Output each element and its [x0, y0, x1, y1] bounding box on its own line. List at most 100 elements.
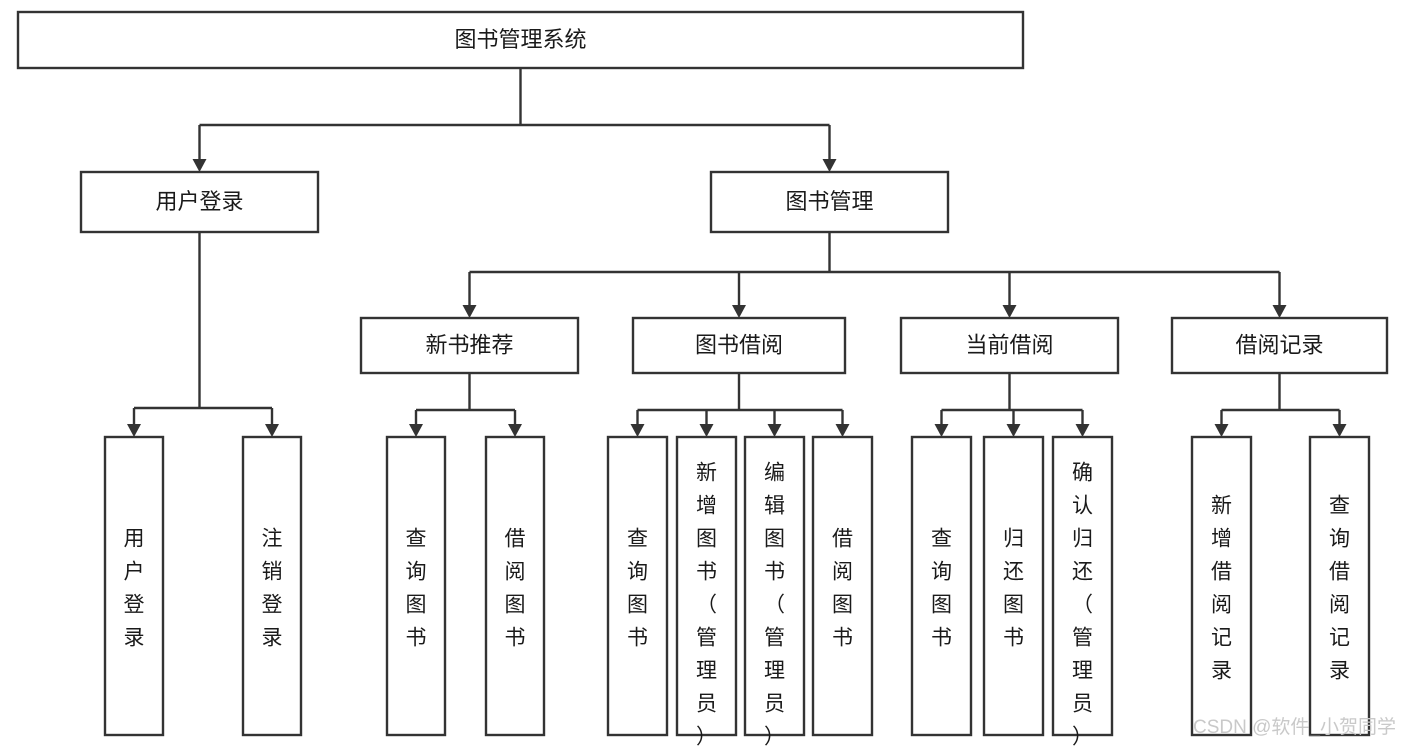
- arrow-head-icon: [508, 424, 522, 437]
- node-label-leaf-user-login: 用户登录: [124, 528, 145, 650]
- arrow-connector: [1332, 410, 1347, 437]
- node-user-login[interactable]: 用户登录: [79, 170, 320, 234]
- node-box-root: [16, 10, 1025, 70]
- node-new-book-rec[interactable]: 新书推荐: [359, 316, 580, 375]
- node-label-leaf-confirm-return: 确认归还（管理员）: [1072, 461, 1093, 747]
- node-leaf-user-login[interactable]: 用户登录: [103, 435, 165, 737]
- arrow-head-icon: [1272, 305, 1287, 318]
- arrow-head-icon: [265, 424, 279, 437]
- arrow-head-icon: [1075, 424, 1090, 437]
- node-box-leaf-query-book-1: [385, 435, 447, 737]
- node-leaf-borrow-book-2[interactable]: 借阅图书: [811, 435, 874, 737]
- node-box-new-book-rec: [359, 316, 580, 375]
- arrow-connector: [1214, 410, 1229, 437]
- node-leaf-query-book-1[interactable]: 查询图书: [385, 435, 447, 737]
- node-leaf-return-book[interactable]: 归还图书: [982, 435, 1045, 737]
- node-book-manage[interactable]: 图书管理: [709, 170, 950, 234]
- arrow-head-icon: [699, 424, 714, 437]
- node-leaf-query-record[interactable]: 查询借阅记录: [1308, 435, 1371, 737]
- node-box-user-login: [79, 170, 320, 234]
- arrow-head-icon: [767, 424, 782, 437]
- arrow-head-icon: [127, 424, 141, 437]
- arrow-head-icon: [732, 305, 746, 318]
- node-label-leaf-add-book: 新增图书（管理员）: [696, 461, 717, 747]
- node-borrow-record[interactable]: 借阅记录: [1170, 316, 1389, 375]
- node-box-book-manage: [709, 170, 950, 234]
- arrow-connector: [732, 272, 746, 318]
- node-box-leaf-edit-book: [743, 435, 806, 737]
- node-leaf-add-book[interactable]: 新增图书（管理员）: [675, 435, 738, 748]
- node-label-leaf-query-book-1: 查询图书: [406, 528, 427, 650]
- node-label-new-book-rec: 新书推荐: [425, 332, 513, 357]
- node-current-borrow[interactable]: 当前借阅: [899, 316, 1120, 375]
- connectors-layer: [127, 68, 1347, 437]
- arrow-connector: [265, 408, 279, 437]
- node-label-leaf-add-record: 新增借阅记录: [1211, 495, 1232, 683]
- node-box-leaf-query-book-3: [910, 435, 973, 737]
- arrow-connector: [462, 272, 477, 318]
- arrow-connector: [822, 125, 837, 172]
- node-box-leaf-borrow-book-2: [811, 435, 874, 737]
- node-box-leaf-query-record: [1308, 435, 1371, 737]
- arrow-connector: [934, 410, 949, 437]
- node-box-leaf-query-book-2: [606, 435, 669, 737]
- node-box-leaf-add-book: [675, 435, 738, 737]
- node-box-leaf-add-record: [1190, 435, 1253, 737]
- arrow-head-icon: [192, 159, 207, 172]
- node-label-book-manage: 图书管理: [785, 189, 873, 214]
- arrow-head-icon: [409, 424, 423, 437]
- node-book-borrow[interactable]: 图书借阅: [631, 316, 847, 375]
- node-label-current-borrow: 当前借阅: [965, 332, 1053, 357]
- node-label-leaf-edit-book: 编辑图书（管理员）: [764, 461, 785, 747]
- csdn-watermark: CSDN @软件_小贺同学: [1193, 716, 1396, 738]
- arrow-connector: [1272, 272, 1287, 318]
- arrow-head-icon: [1332, 424, 1347, 437]
- arrow-connector: [767, 410, 782, 437]
- arrow-head-icon: [1002, 305, 1017, 318]
- arrow-head-icon: [1006, 424, 1021, 437]
- arrow-head-icon: [934, 424, 949, 437]
- node-box-leaf-logout: [241, 435, 303, 737]
- nodes-layer: 图书管理系统用户登录图书管理新书推荐图书借阅当前借阅借阅记录用户登录注销登录查询…: [16, 10, 1389, 748]
- node-box-borrow-record: [1170, 316, 1389, 375]
- arrow-connector: [508, 410, 522, 437]
- node-box-book-borrow: [631, 316, 847, 375]
- arrow-head-icon: [462, 305, 477, 318]
- node-label-book-borrow: 图书借阅: [695, 332, 783, 357]
- arrow-head-icon: [835, 424, 850, 437]
- arrow-connector: [630, 410, 645, 437]
- arrow-connector: [192, 125, 207, 172]
- node-label-borrow-record: 借阅记录: [1235, 332, 1323, 357]
- arrow-connector: [1006, 410, 1021, 437]
- node-leaf-logout[interactable]: 注销登录: [241, 435, 303, 737]
- arrow-head-icon: [822, 159, 837, 172]
- node-leaf-query-book-3[interactable]: 查询图书: [910, 435, 973, 737]
- node-leaf-add-record[interactable]: 新增借阅记录: [1190, 435, 1253, 737]
- arrow-head-icon: [1214, 424, 1229, 437]
- arrow-head-icon: [630, 424, 645, 437]
- node-label-leaf-borrow-book-1: 借阅图书: [505, 528, 526, 650]
- arrow-connector: [1002, 272, 1017, 318]
- node-label-leaf-query-book-3: 查询图书: [931, 528, 952, 650]
- node-label-leaf-borrow-book-2: 借阅图书: [832, 528, 853, 650]
- node-leaf-borrow-book-1[interactable]: 借阅图书: [484, 435, 546, 737]
- arrow-connector: [409, 410, 423, 437]
- arrow-connector: [835, 410, 850, 437]
- node-label-user-login: 用户登录: [155, 189, 243, 214]
- node-leaf-confirm-return[interactable]: 确认归还（管理员）: [1051, 435, 1114, 748]
- node-box-leaf-confirm-return: [1051, 435, 1114, 737]
- node-root[interactable]: 图书管理系统: [16, 10, 1025, 70]
- node-label-leaf-query-book-2: 查询图书: [627, 528, 648, 650]
- arrow-connector: [1075, 410, 1090, 437]
- node-label-leaf-logout: 注销登录: [262, 528, 283, 650]
- node-label-leaf-return-book: 归还图书: [1003, 528, 1024, 650]
- node-box-leaf-borrow-book-1: [484, 435, 546, 737]
- node-box-leaf-return-book: [982, 435, 1045, 737]
- node-label-leaf-query-record: 查询借阅记录: [1329, 495, 1350, 683]
- node-box-current-borrow: [899, 316, 1120, 375]
- node-leaf-edit-book[interactable]: 编辑图书（管理员）: [743, 435, 806, 748]
- arrow-connector: [699, 410, 714, 437]
- node-leaf-query-book-2[interactable]: 查询图书: [606, 435, 669, 737]
